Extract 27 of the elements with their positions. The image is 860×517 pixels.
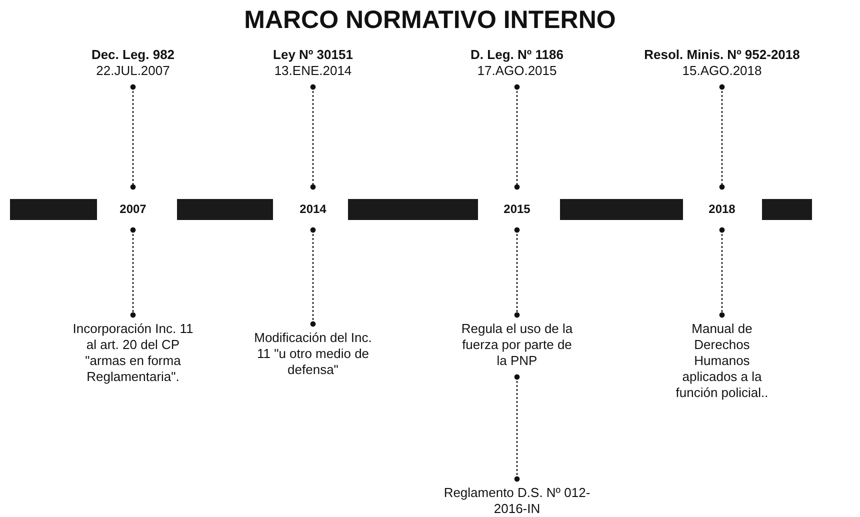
connector-line xyxy=(310,84,316,190)
year-label: 2018 xyxy=(690,197,754,222)
year-label: 2014 xyxy=(281,197,345,222)
law-name: D. Leg. Nº 1186 xyxy=(470,47,564,63)
description-text: Reglamento D.S. Nº 012-2016-IN xyxy=(442,485,592,517)
law-date: 22.JUL.2007 xyxy=(95,63,171,79)
description-text: Modificación del Inc. 11 "u otro medio de defensa" xyxy=(248,330,378,378)
law-name: Ley Nº 30151 xyxy=(272,47,354,63)
connector-line xyxy=(310,227,316,327)
connector-line xyxy=(130,227,136,318)
law-name: Resol. Minis. Nº 952-2018 xyxy=(643,47,801,63)
law-date: 17.AGO.2015 xyxy=(476,63,558,79)
law-date: 13.ENE.2014 xyxy=(273,63,353,79)
connector-line xyxy=(719,227,725,318)
description-text: Manual de Derechos Humanos aplicados a la función policial.. xyxy=(672,321,772,401)
connector-line xyxy=(719,84,725,190)
connector-line xyxy=(514,374,520,482)
connector-line xyxy=(130,84,136,190)
description-text: Regula el uso de la fuerza por parte de la PNP xyxy=(457,321,577,369)
connector-line xyxy=(514,227,520,318)
description-text: Incorporación Inc. 11 al art. 20 del CP "armas en forma Reglamentaria". xyxy=(68,321,198,385)
year-label: 2007 xyxy=(101,197,165,222)
law-name: Dec. Leg. 982 xyxy=(90,47,176,63)
title: MARCO NORMATIVO INTERNO xyxy=(243,6,617,35)
law-date: 15.AGO.2018 xyxy=(681,63,763,79)
connector-line xyxy=(514,84,520,190)
year-label: 2015 xyxy=(485,197,549,222)
